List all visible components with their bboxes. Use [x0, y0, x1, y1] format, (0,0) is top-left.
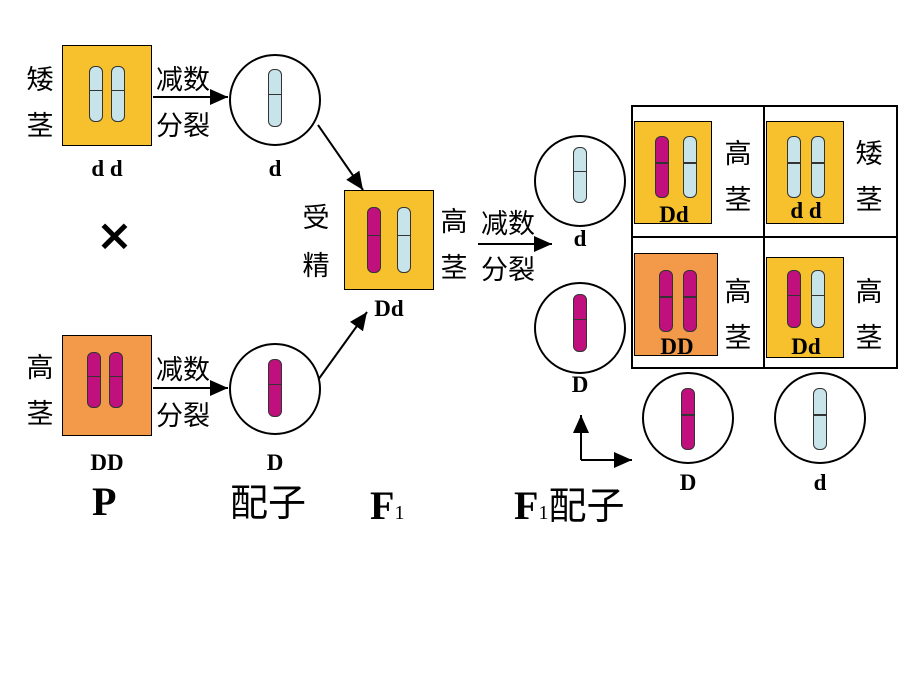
parent-DD-genotype: DD [90, 450, 124, 475]
chromosome-D [87, 352, 101, 408]
fertilization-label-2: 精 [302, 251, 330, 282]
parent-DD-trait-1: 高 [26, 353, 54, 384]
punnett-cell-1-trait-1: 高 [724, 139, 752, 170]
punnett-cell-4-genotype: Dd [791, 334, 821, 359]
punnett-cell-1-trait-2: 茎 [724, 185, 752, 216]
f1-gamete-D-label: D [571, 372, 589, 397]
punnett-cell-2: d d [766, 121, 844, 224]
punnett-cell-1: Dd [634, 121, 712, 227]
label-gametes: 配子 [230, 481, 307, 525]
parent-dd-genotype: d d [91, 156, 123, 181]
chromosome-D [367, 207, 381, 273]
f1-trait-2: 茎 [440, 253, 468, 284]
parent-dd-cell [62, 45, 152, 146]
meiosis-label-top-1: 减数 [156, 65, 210, 96]
punnett-cell-2-trait-2: 茎 [855, 185, 883, 216]
gamete-d-circle [229, 54, 321, 146]
chromosome-D [659, 270, 673, 332]
column-gamete-D-label: D [679, 470, 697, 495]
gamete-D-label: D [266, 450, 284, 475]
chromosome-D [655, 136, 669, 198]
chromosome-d [89, 66, 103, 122]
f1-gamete-D-circle [534, 282, 626, 374]
cross-symbol: × [96, 210, 133, 261]
punnett-cell-3-trait-2: 茎 [724, 323, 752, 354]
label-f1-sub: 1 [394, 502, 405, 524]
punnett-cell-3-trait-1: 高 [724, 277, 752, 308]
chromosome-d [811, 270, 825, 328]
parent-dd-trait-1: 矮 [26, 65, 54, 96]
f1-meiosis-label-1: 减数 [481, 209, 535, 240]
chromosome-D [573, 294, 587, 352]
label-f1-gametes-main: F [514, 483, 539, 528]
fertilization-arrow-top [317, 124, 364, 191]
punnett-cell-3: DD [634, 253, 718, 359]
punnett-cell-2-trait-1: 矮 [855, 139, 883, 170]
fertilization-label-1: 受 [302, 203, 330, 234]
chromosome-d [268, 69, 282, 127]
label-f1-main: F [370, 483, 395, 528]
punnett-cell-4-trait-2: 茎 [855, 323, 883, 354]
chromosome-D [109, 352, 123, 408]
label-f1-gametes-text: 配子 [548, 484, 625, 528]
parent-DD-cell [62, 335, 152, 436]
punnett-cell-3-genotype: DD [660, 334, 694, 359]
chromosome-D [681, 388, 695, 450]
punnett-cell-4-trait-1: 高 [855, 277, 883, 308]
punnett-cell-2-genotype: d d [790, 198, 822, 223]
chromosome-d [683, 136, 697, 198]
chromosome-D [268, 359, 282, 417]
gamete-D-circle [229, 343, 321, 435]
chromosome-d [813, 388, 827, 450]
parent-dd-trait-2: 茎 [26, 111, 54, 142]
meiosis-label-bottom-2: 分裂 [156, 401, 210, 432]
column-gamete-d-label: d [813, 470, 827, 495]
chromosome-D [787, 270, 801, 328]
punnett-cell-1-genotype: Dd [659, 202, 689, 227]
chromosome-d [811, 136, 825, 198]
f1-meiosis-label-2: 分裂 [481, 255, 535, 286]
label-f1-gametes: F1配子 [514, 482, 624, 529]
chromosome-d [573, 147, 587, 203]
meiosis-label-bottom-1: 减数 [156, 355, 210, 386]
label-p: P [92, 479, 117, 524]
label-f1-gametes-sub: 1 [538, 502, 549, 524]
column-gamete-d-circle [774, 372, 866, 464]
f1-gamete-d-circle [534, 135, 626, 227]
fertilization-arrow-bottom [317, 311, 368, 381]
gamete-d-label: d [268, 156, 282, 181]
chromosome-d [397, 207, 411, 273]
parent-DD-trait-2: 茎 [26, 399, 54, 430]
chromosome-d [787, 136, 801, 198]
f1-gamete-d-label: d [573, 226, 587, 251]
chromosome-d [111, 66, 125, 122]
f1-cell [344, 190, 434, 290]
punnett-cell-4: Dd [766, 257, 844, 359]
f1-trait-1: 高 [440, 207, 468, 238]
chromosome-D [683, 270, 697, 332]
f1-genotype: Dd [374, 296, 404, 321]
column-gamete-D-circle [642, 372, 734, 464]
meiosis-label-top-2: 分裂 [156, 111, 210, 142]
label-f1: F1 [370, 482, 404, 529]
